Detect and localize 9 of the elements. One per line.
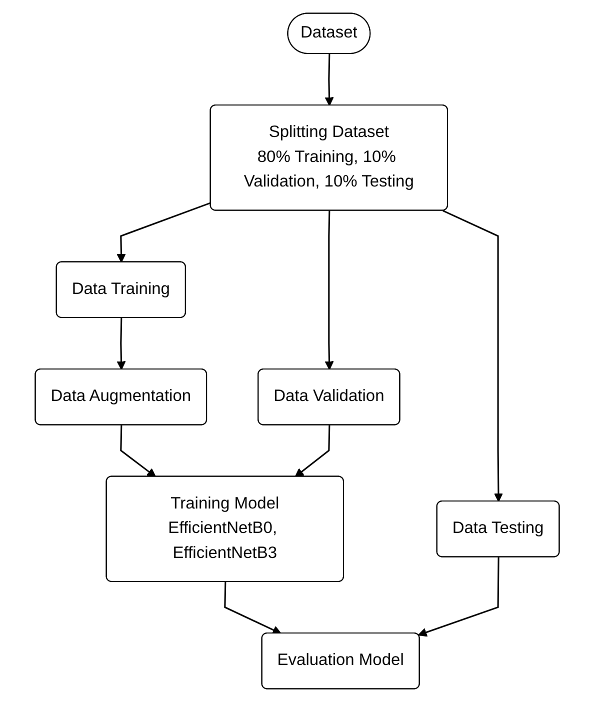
arrow bbox=[418, 557, 500, 637]
arrow bbox=[325, 54, 334, 106]
arrow bbox=[295, 425, 330, 478]
arrow bbox=[120, 425, 156, 478]
arrow bbox=[442, 210, 504, 502]
arrow bbox=[224, 582, 282, 634]
arrow bbox=[325, 210, 334, 370]
arrow bbox=[116, 318, 126, 370]
arrow bbox=[116, 202, 212, 263]
